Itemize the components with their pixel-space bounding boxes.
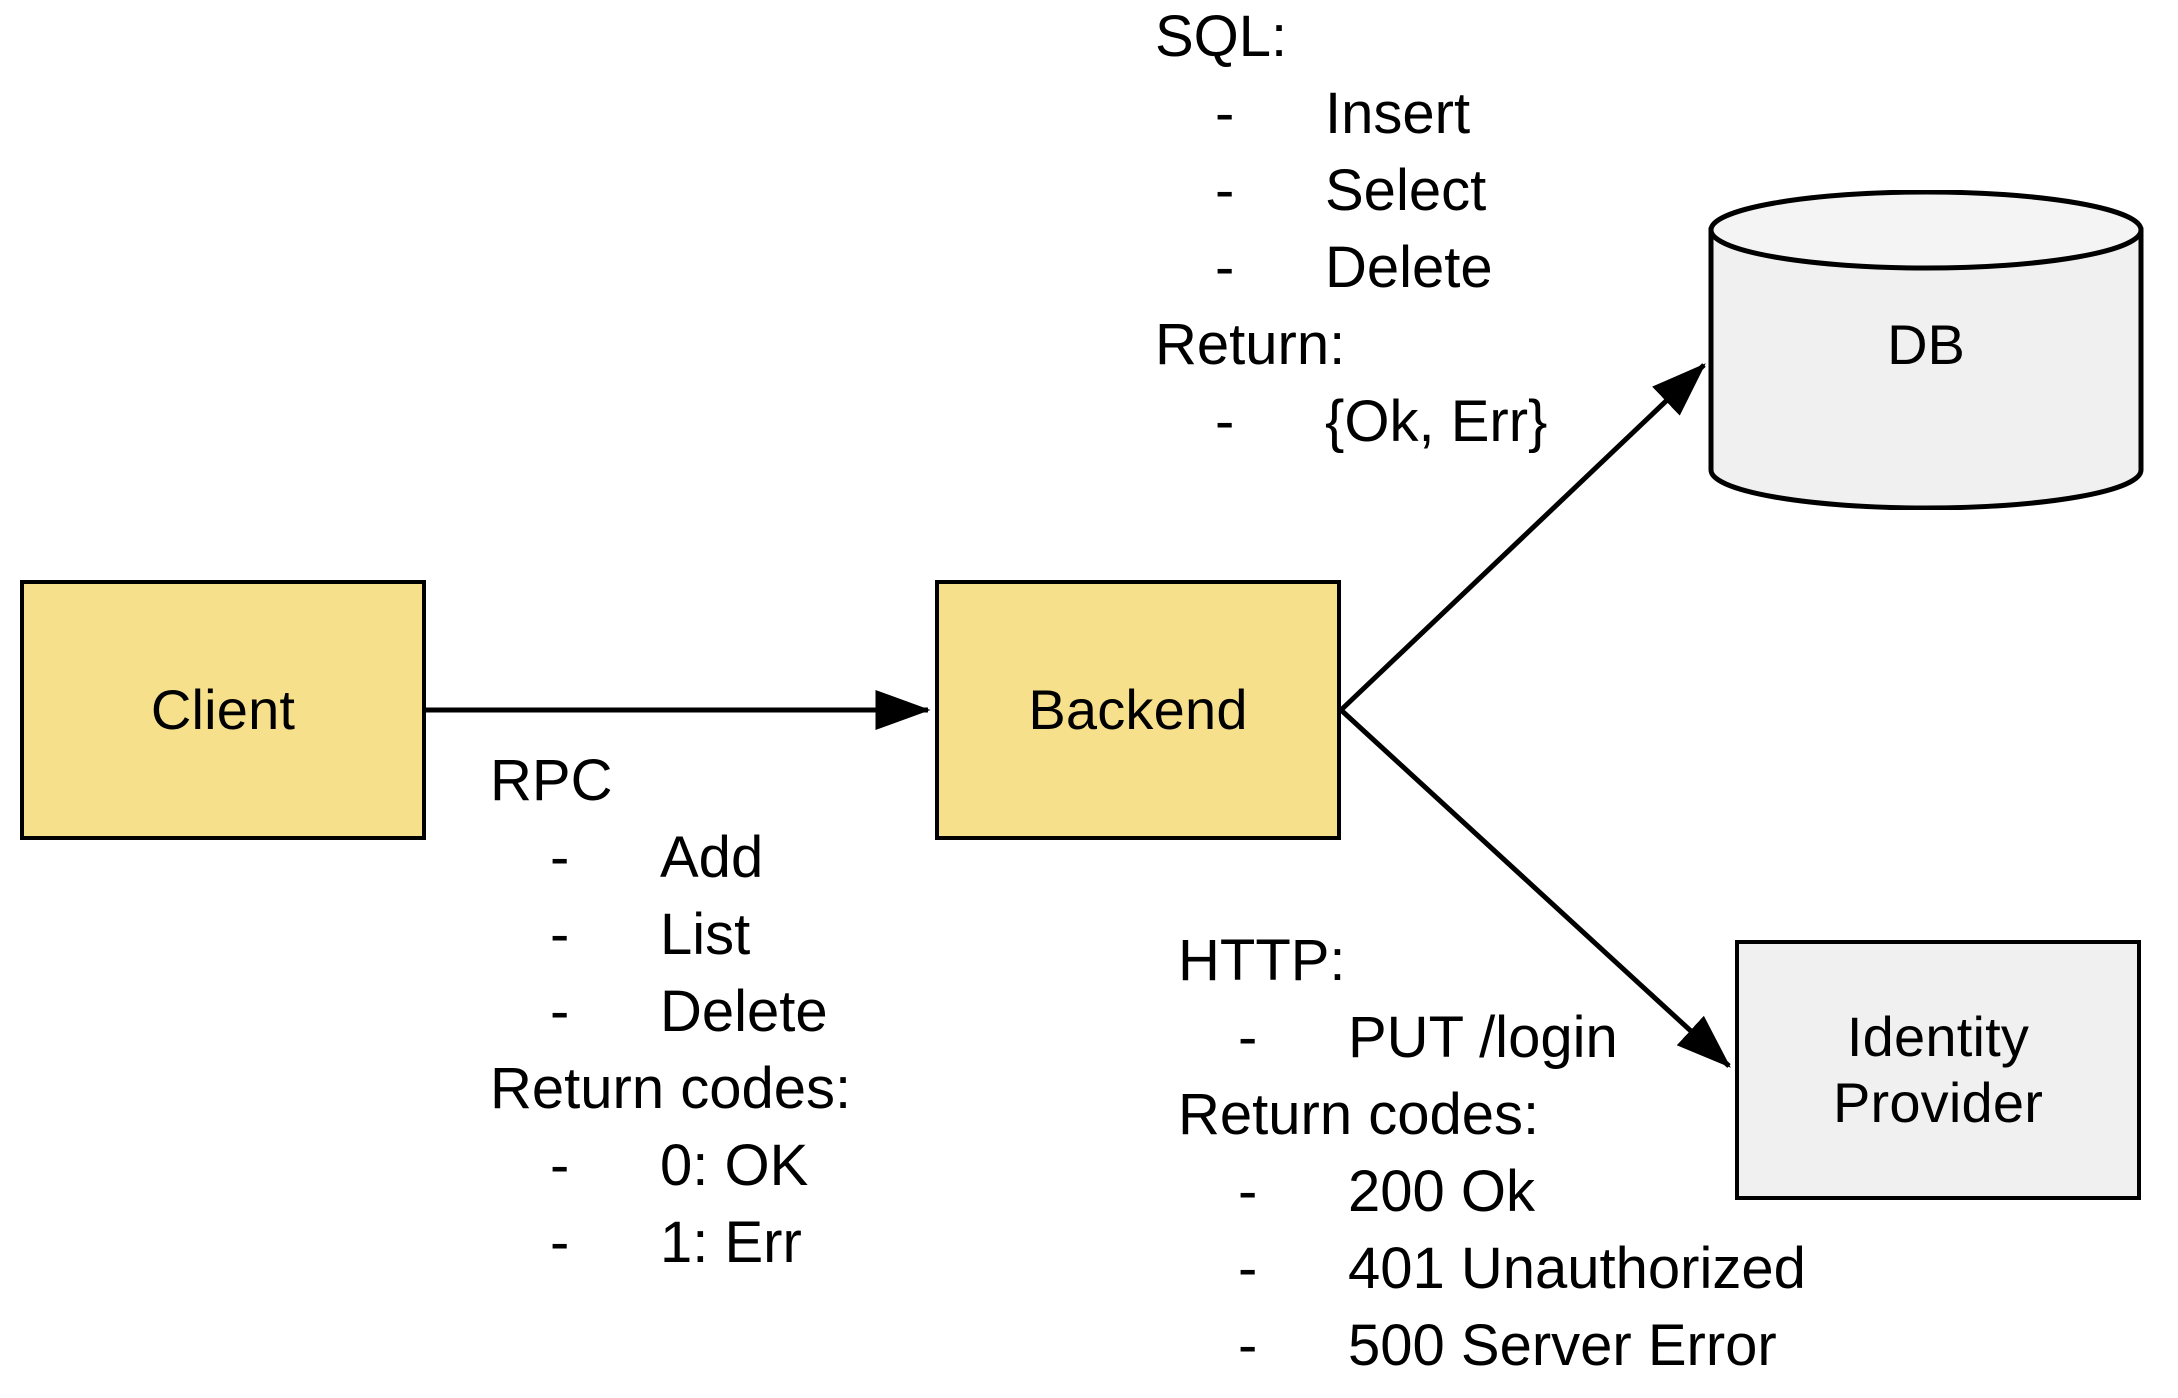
bullet-dash-icon: -	[1238, 1313, 1258, 1378]
bullet-dash-icon: -	[550, 1210, 570, 1275]
bullet-dash-icon: -	[550, 1133, 570, 1198]
http-return-item: - 200 Ok	[1178, 1153, 1806, 1230]
node-backend[interactable]: Backend	[935, 580, 1341, 840]
sql-method-label: Insert	[1325, 81, 1471, 146]
rpc-method-item: - Delete	[490, 973, 851, 1050]
sql-return-label: {Ok, Err}	[1325, 389, 1548, 454]
bullet-dash-icon: -	[1215, 389, 1235, 454]
rpc-method-item: - Add	[490, 819, 851, 896]
rpc-method-item: - List	[490, 896, 851, 973]
http-return-label: 401 Unauthorized	[1348, 1236, 1806, 1301]
http-return-label: 500 Server Error	[1348, 1313, 1777, 1378]
rpc-return-item: - 0: OK	[490, 1127, 851, 1204]
rpc-method-label: List	[660, 902, 751, 967]
annotation-http: HTTP: - PUT /login Return codes: - 200 O…	[1178, 922, 1806, 1384]
bullet-dash-icon: -	[1215, 81, 1235, 146]
bullet-dash-icon: -	[1238, 1236, 1258, 1301]
bullet-dash-icon: -	[550, 979, 570, 1044]
sql-returns-heading: Return:	[1155, 312, 1346, 377]
rpc-heading: RPC	[490, 748, 613, 813]
node-identity-provider[interactable]: Identity Provider	[1735, 940, 2141, 1200]
http-method-item: - PUT /login	[1178, 999, 1806, 1076]
sql-return-item: - {Ok, Err}	[1155, 383, 1547, 460]
sql-method-item: - Delete	[1155, 229, 1547, 306]
node-identity-provider-label-line2: Provider	[1832, 1071, 2044, 1134]
node-db[interactable]: DB	[1706, 190, 2146, 510]
sql-method-label: Select	[1325, 158, 1487, 223]
rpc-method-label: Add	[660, 825, 764, 890]
rpc-return-item: - 1: Err	[490, 1204, 851, 1281]
bullet-dash-icon: -	[550, 825, 570, 890]
database-cylinder-icon	[1708, 190, 2144, 510]
node-client[interactable]: Client	[20, 580, 426, 840]
bullet-dash-icon: -	[1238, 1005, 1258, 1070]
rpc-method-label: Delete	[660, 979, 828, 1044]
node-db-label: DB	[1887, 313, 1965, 376]
rpc-return-label: 0: OK	[660, 1133, 809, 1198]
sql-heading: SQL:	[1155, 4, 1288, 69]
sql-method-label: Delete	[1325, 235, 1493, 300]
node-client-label: Client	[150, 677, 296, 741]
sql-method-item: - Select	[1155, 152, 1547, 229]
http-heading: HTTP:	[1178, 928, 1346, 993]
annotation-rpc: RPC - Add - List - Delete Return codes: …	[490, 742, 851, 1281]
rpc-returns-heading: Return codes:	[490, 1056, 852, 1121]
rpc-return-label: 1: Err	[660, 1210, 802, 1275]
bullet-dash-icon: -	[1238, 1159, 1258, 1224]
bullet-dash-icon: -	[1215, 158, 1235, 223]
http-return-item: - 500 Server Error	[1178, 1307, 1806, 1384]
http-return-label: 200 Ok	[1348, 1159, 1535, 1224]
node-identity-provider-label: Identity Provider	[1833, 1004, 2043, 1136]
http-method-label: PUT /login	[1348, 1005, 1618, 1070]
http-returns-heading: Return codes:	[1178, 1082, 1540, 1147]
http-return-item: - 401 Unauthorized	[1178, 1230, 1806, 1307]
node-identity-provider-label-line1: Identity	[1846, 1004, 2030, 1068]
bullet-dash-icon: -	[550, 902, 570, 967]
node-backend-label: Backend	[1028, 677, 1248, 741]
sql-method-item: - Insert	[1155, 75, 1547, 152]
annotation-sql: SQL: - Insert - Select - Delete Return: …	[1155, 0, 1547, 460]
bullet-dash-icon: -	[1215, 235, 1235, 300]
